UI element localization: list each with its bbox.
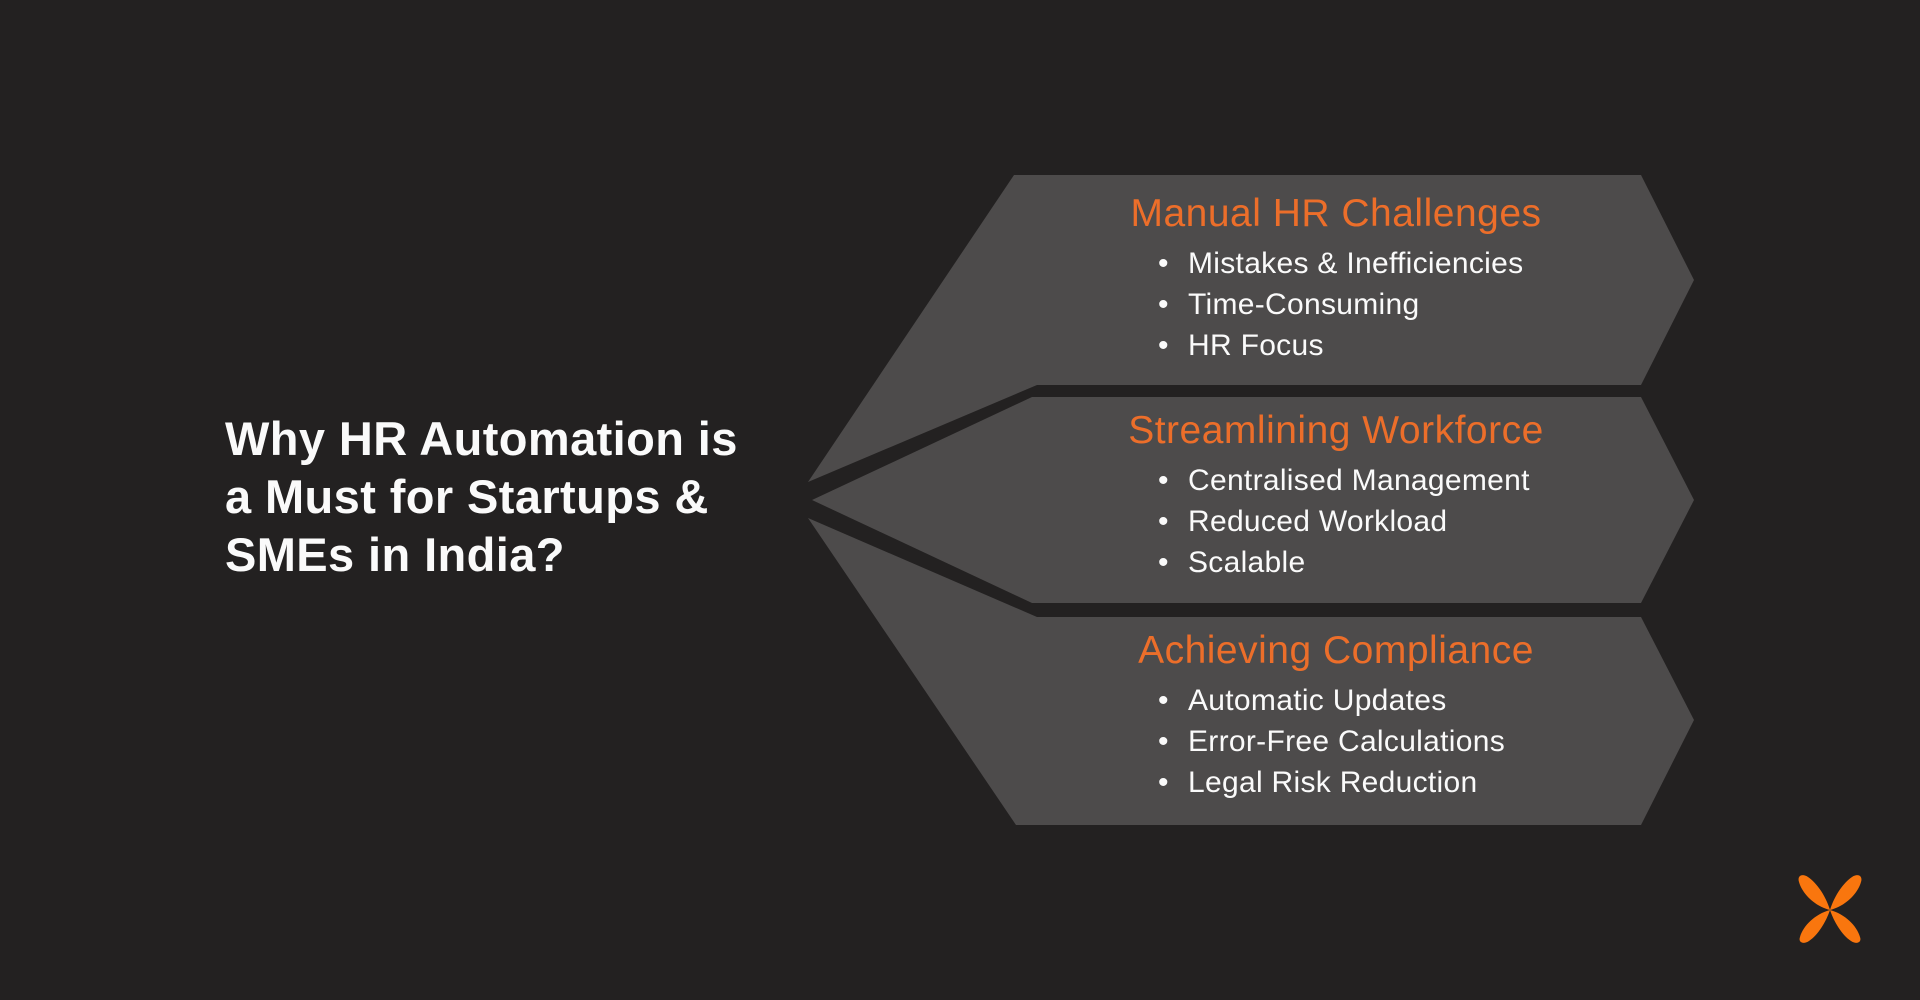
bullet-item: • HR Focus <box>1158 325 1642 366</box>
bullet-item: • Error-Free Calculations <box>1158 721 1642 762</box>
bullet-dot: • <box>1158 766 1169 799</box>
bullet-dot: • <box>1158 725 1169 758</box>
bullet-text: Scalable <box>1188 546 1306 579</box>
panel-3-chevron-shape <box>808 518 1694 825</box>
panel-streamlining-workforce: Streamlining Workforce • Centralised Man… <box>1030 408 1642 583</box>
bullet-item: • Mistakes & Inefficiencies <box>1158 243 1642 284</box>
logo-petal-top-right <box>1830 875 1862 910</box>
panel-3-bullet-list: • Automatic Updates • Error-Free Calcula… <box>1158 680 1642 803</box>
bullet-item: • Automatic Updates <box>1158 680 1642 721</box>
bullet-dot: • <box>1158 288 1169 321</box>
panel-1-bullet-list: • Mistakes & Inefficiencies • Time-Consu… <box>1158 243 1642 366</box>
page-title: Why HR Automation is a Must for Startups… <box>225 410 825 584</box>
bullet-dot: • <box>1158 247 1169 280</box>
bullet-dot: • <box>1158 684 1169 717</box>
logo-petal-top-left <box>1798 875 1830 910</box>
panel-1-chevron-shape <box>808 175 1694 482</box>
logo-petal-bottom-left <box>1799 910 1830 943</box>
bullet-item: • Reduced Workload <box>1158 501 1642 542</box>
bullet-text: Error-Free Calculations <box>1188 725 1505 758</box>
title-line-2: a Must for Startups & <box>225 470 709 523</box>
panel-achieving-compliance: Achieving Compliance • Automatic Updates… <box>1030 628 1642 803</box>
bullet-text: Automatic Updates <box>1188 684 1447 717</box>
panel-2-heading: Streamlining Workforce <box>1128 409 1544 452</box>
bullet-text: Legal Risk Reduction <box>1188 766 1478 799</box>
bullet-text: Reduced Workload <box>1188 505 1448 538</box>
panel-2-chevron-shape <box>812 397 1694 603</box>
bullet-dot: • <box>1158 329 1169 362</box>
bullet-dot: • <box>1158 505 1169 538</box>
panel-1-heading: Manual HR Challenges <box>1130 192 1542 235</box>
bullet-item: • Time-Consuming <box>1158 284 1642 325</box>
panel-manual-hr-challenges: Manual HR Challenges • Mistakes & Ineffi… <box>1030 191 1642 366</box>
logo-petal-bottom-right <box>1830 910 1861 943</box>
bullet-item: • Centralised Management <box>1158 460 1642 501</box>
bullet-text: Centralised Management <box>1188 464 1530 497</box>
bullet-dot: • <box>1158 464 1169 497</box>
bullet-item: • Scalable <box>1158 542 1642 583</box>
bullet-text: HR Focus <box>1188 329 1324 362</box>
bullet-text: Mistakes & Inefficiencies <box>1188 247 1524 280</box>
butterfly-logo <box>1798 875 1862 943</box>
bullet-text: Time-Consuming <box>1188 288 1420 321</box>
title-line-1: Why HR Automation is <box>225 412 738 465</box>
bullet-item: • Legal Risk Reduction <box>1158 762 1642 803</box>
panel-2-bullet-list: • Centralised Management • Reduced Workl… <box>1158 460 1642 583</box>
panel-3-heading: Achieving Compliance <box>1138 629 1534 672</box>
bullet-dot: • <box>1158 546 1169 579</box>
title-line-3: SMEs in India? <box>225 528 565 581</box>
